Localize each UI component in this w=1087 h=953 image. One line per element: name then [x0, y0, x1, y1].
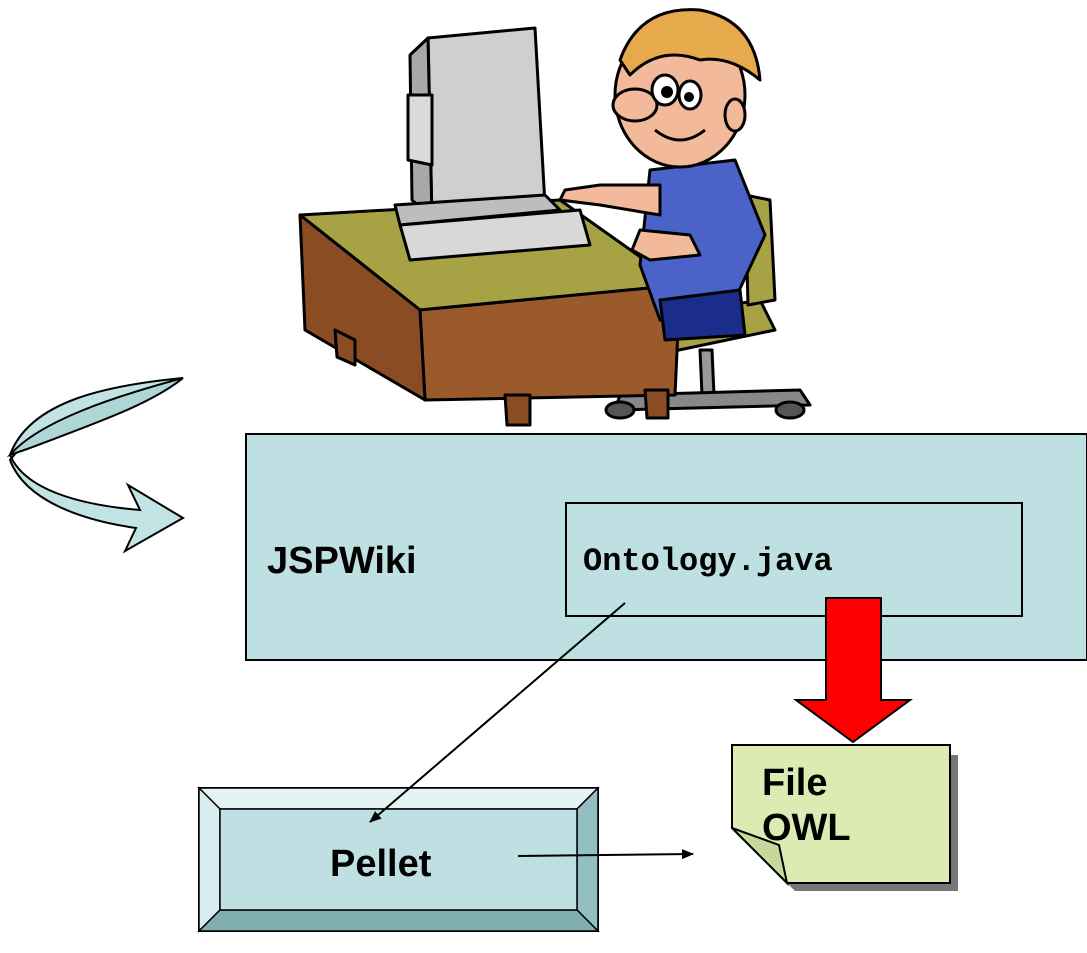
desk-side: [298, 213, 427, 402]
desk-leg-left: [333, 328, 357, 367]
pellet-to-owl-arrow: [517, 849, 694, 860]
owl-file-note: [731, 744, 951, 887]
owl-file-label-line2: OWL: [762, 807, 851, 849]
desk-leg-right: [643, 388, 670, 420]
ontology-java-label: Ontology.java: [583, 543, 833, 580]
person-arm-lower: [630, 228, 702, 262]
keyboard: [398, 208, 592, 262]
chair-post: [698, 348, 716, 397]
owl-file-label-line1: File: [762, 762, 828, 804]
computer-screen-side: [406, 93, 434, 167]
ontology-java-box: [565, 502, 1023, 617]
generate-owl-arrow: [792, 597, 914, 744]
person-arm-pointing: [558, 183, 662, 217]
person-hair: [618, 8, 762, 82]
chair-wheel-left: [604, 400, 636, 420]
person-nose: [611, 87, 659, 123]
pellet-box: [197, 786, 600, 933]
curved-flow-arrow-fold: [6, 377, 184, 458]
chair-wheel-right: [774, 400, 806, 420]
computer-base: [393, 193, 562, 227]
person-pants: [658, 288, 747, 342]
person-pupil-right: [684, 92, 694, 102]
computer-monitor: [426, 26, 547, 220]
person-ear: [723, 97, 747, 133]
jspwiki-label: JSPWiki: [267, 540, 417, 582]
person-mouth: [654, 128, 706, 142]
desk-leg-front: [503, 393, 532, 427]
person-pupil-left: [661, 86, 673, 98]
ontology-to-pellet-arrow: [369, 602, 626, 823]
pellet-label: Pellet: [330, 843, 432, 885]
user-at-computer-illustration: [298, 8, 812, 427]
